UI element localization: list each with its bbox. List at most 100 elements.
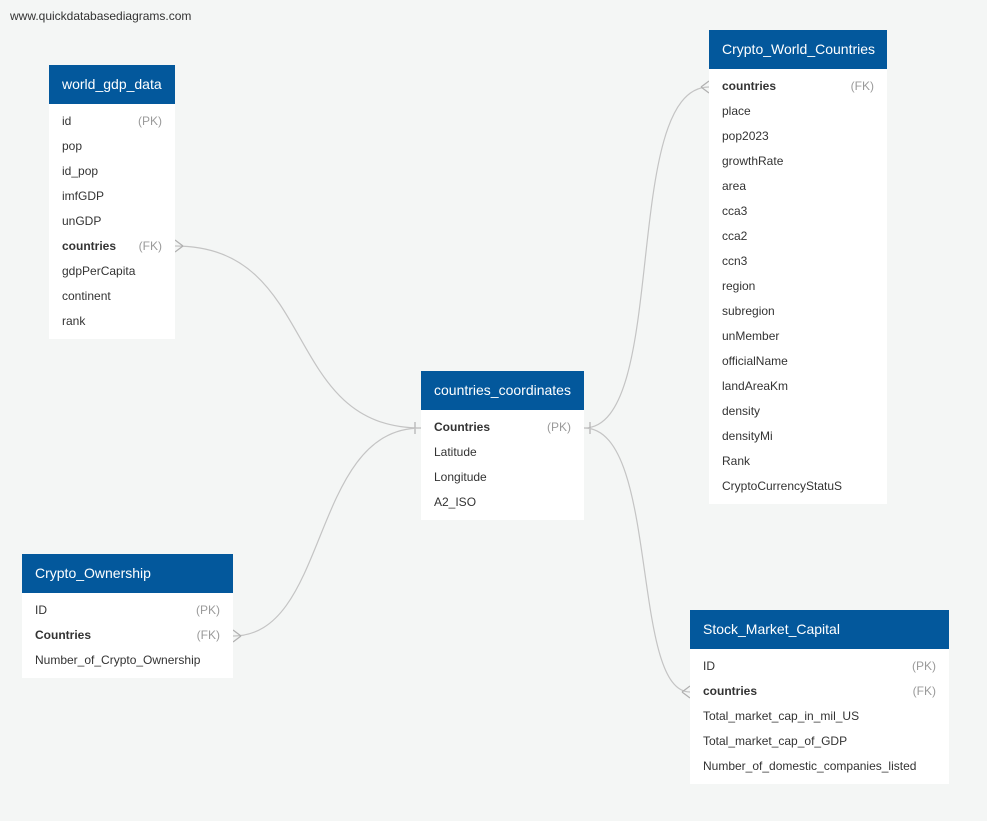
field-row[interactable]: continent bbox=[49, 284, 175, 309]
field-row[interactable]: cca3 bbox=[709, 199, 887, 224]
table-stock-market-capital[interactable]: Stock_Market_Capital ID (PK) countries (FK… bbox=[690, 610, 949, 784]
field-row[interactable]: countries(FK) bbox=[709, 74, 887, 99]
field-row[interactable]: landAreaKm bbox=[709, 374, 887, 399]
field-row[interactable]: gdpPerCapita bbox=[49, 259, 175, 284]
key-badge: (PK) bbox=[912, 659, 936, 673]
crows-foot-world-gdp bbox=[174, 239, 184, 253]
field-name: unMember bbox=[722, 329, 780, 343]
field-name: subregion bbox=[722, 304, 775, 318]
field-row[interactable]: Countries (PK) bbox=[421, 415, 584, 440]
field-name: Total_market_cap_in_mil_US bbox=[703, 709, 860, 723]
field-name: region bbox=[722, 279, 756, 293]
field-name: officialName bbox=[722, 354, 788, 368]
field-list: ID (PK) countries (FK) Total_market_cap_in… bbox=[690, 649, 949, 784]
field-row[interactable]: density bbox=[709, 399, 887, 424]
table-world-gdp-data[interactable]: world_gdp_data id(PK) pop id_pop imfGDP … bbox=[49, 65, 175, 339]
field-name: Latitude bbox=[434, 445, 477, 459]
field-row[interactable]: pop bbox=[49, 134, 175, 159]
field-row[interactable]: Longitude bbox=[421, 465, 584, 490]
field-name: Countries bbox=[35, 628, 92, 642]
field-name: countries bbox=[62, 239, 117, 253]
field-row[interactable]: CryptoCurrencyStatuS bbox=[709, 474, 887, 499]
field-row[interactable]: area bbox=[709, 174, 887, 199]
field-row[interactable]: Total_market_cap_in_mil_US bbox=[690, 704, 949, 729]
key-badge: (PK) bbox=[196, 603, 220, 617]
table-header[interactable]: world_gdp_data bbox=[49, 65, 175, 104]
field-name: cca3 bbox=[722, 204, 748, 218]
field-row[interactable]: countries (FK) bbox=[49, 234, 175, 259]
field-name: Number_of_domestic_companies_listed bbox=[703, 759, 917, 773]
field-row[interactable]: ID (PK) bbox=[690, 654, 949, 679]
field-row[interactable]: growthRate bbox=[709, 149, 887, 174]
field-name: Longitude bbox=[434, 470, 487, 484]
field-name: cca2 bbox=[722, 229, 748, 243]
field-row[interactable]: subregion bbox=[709, 299, 887, 324]
field-row[interactable]: countries (FK) bbox=[690, 679, 949, 704]
relation-coordinates-to-stock-market[interactable] bbox=[583, 427, 691, 693]
field-name: countries bbox=[722, 79, 777, 93]
field-row[interactable]: officialName bbox=[709, 349, 887, 374]
field-name: gdpPerCapita bbox=[62, 264, 136, 278]
table-header[interactable]: Crypto_World_Countries bbox=[709, 30, 887, 69]
field-row[interactable]: Total_market_cap_of_GDP bbox=[690, 729, 949, 754]
field-row[interactable]: A2_ISO bbox=[421, 490, 584, 515]
field-name: growthRate bbox=[722, 154, 784, 168]
field-name: ID bbox=[703, 659, 715, 673]
table-header[interactable]: countries_coordinates bbox=[421, 371, 584, 410]
field-name: density bbox=[722, 404, 761, 418]
field-row[interactable]: Number_of_Crypto_Ownership bbox=[22, 648, 233, 673]
field-name: countries bbox=[703, 684, 758, 698]
relation-coordinates-to-crypto-world[interactable] bbox=[583, 86, 710, 429]
field-name: Countries bbox=[434, 420, 491, 434]
field-row[interactable]: rank bbox=[49, 309, 175, 334]
field-row[interactable]: Number_of_domestic_companies_listed bbox=[690, 754, 949, 779]
table-header[interactable]: Stock_Market_Capital bbox=[690, 610, 949, 649]
field-name: landAreaKm bbox=[722, 379, 789, 393]
field-row[interactable]: id_pop bbox=[49, 159, 175, 184]
field-list: ID (PK) Countries(FK) Number_of_Crypto_Ow… bbox=[22, 593, 233, 678]
field-row[interactable]: imfGDP bbox=[49, 184, 175, 209]
field-name: id_pop bbox=[62, 164, 99, 178]
table-crypto-world-countries[interactable]: Crypto_World_Countries countries(FK) pla… bbox=[709, 30, 887, 504]
field-row[interactable]: densityMi bbox=[709, 424, 887, 449]
field-name: densityMi bbox=[722, 429, 773, 443]
crows-foot-crypto-world bbox=[700, 80, 710, 94]
field-name: ccn3 bbox=[722, 254, 748, 268]
field-name: imfGDP bbox=[62, 189, 104, 203]
field-name: Number_of_Crypto_Ownership bbox=[35, 653, 201, 667]
key-badge: (FK) bbox=[912, 684, 936, 698]
table-countries-coordinates[interactable]: countries_coordinates Countries (PK) Lati… bbox=[421, 371, 584, 520]
watermark: www.quickdatabasediagrams.com bbox=[10, 9, 192, 23]
field-row[interactable]: pop2023 bbox=[709, 124, 887, 149]
table-crypto-ownership[interactable]: Crypto_Ownership ID (PK) Countries(FK) Nu… bbox=[22, 554, 233, 678]
field-name: Rank bbox=[722, 454, 751, 468]
field-name: rank bbox=[62, 314, 86, 328]
field-row[interactable]: ccn3 bbox=[709, 249, 887, 274]
relation-world-gdp-to-coordinates[interactable] bbox=[174, 245, 422, 429]
field-name: pop2023 bbox=[722, 129, 769, 143]
field-name: ID bbox=[35, 603, 47, 617]
field-row[interactable]: cca2 bbox=[709, 224, 887, 249]
key-badge: (FK) bbox=[138, 239, 162, 253]
field-row[interactable]: unMember bbox=[709, 324, 887, 349]
field-row[interactable]: region bbox=[709, 274, 887, 299]
field-name: place bbox=[722, 104, 751, 118]
crows-foot-ownership bbox=[232, 629, 242, 643]
field-row[interactable]: place bbox=[709, 99, 887, 124]
field-row[interactable]: id(PK) bbox=[49, 109, 175, 134]
field-name: area bbox=[722, 179, 747, 193]
field-name: unGDP bbox=[62, 214, 102, 228]
crows-foot-stock-market bbox=[681, 685, 691, 699]
field-row[interactable]: ID (PK) bbox=[22, 598, 233, 623]
field-name: Total_market_cap_of_GDP bbox=[703, 734, 848, 748]
field-row[interactable]: Latitude bbox=[421, 440, 584, 465]
table-header[interactable]: Crypto_Ownership bbox=[22, 554, 233, 593]
relation-ownership-to-coordinates[interactable] bbox=[232, 427, 422, 637]
field-name: id bbox=[62, 114, 72, 128]
field-row[interactable]: Rank bbox=[709, 449, 887, 474]
key-badge: (PK) bbox=[547, 420, 571, 434]
field-list: countries(FK) place pop2023 growthRate a… bbox=[709, 69, 887, 504]
field-list: Countries (PK) Latitude Longitude A2_ISO bbox=[421, 410, 584, 520]
field-row[interactable]: Countries(FK) bbox=[22, 623, 233, 648]
field-row[interactable]: unGDP bbox=[49, 209, 175, 234]
